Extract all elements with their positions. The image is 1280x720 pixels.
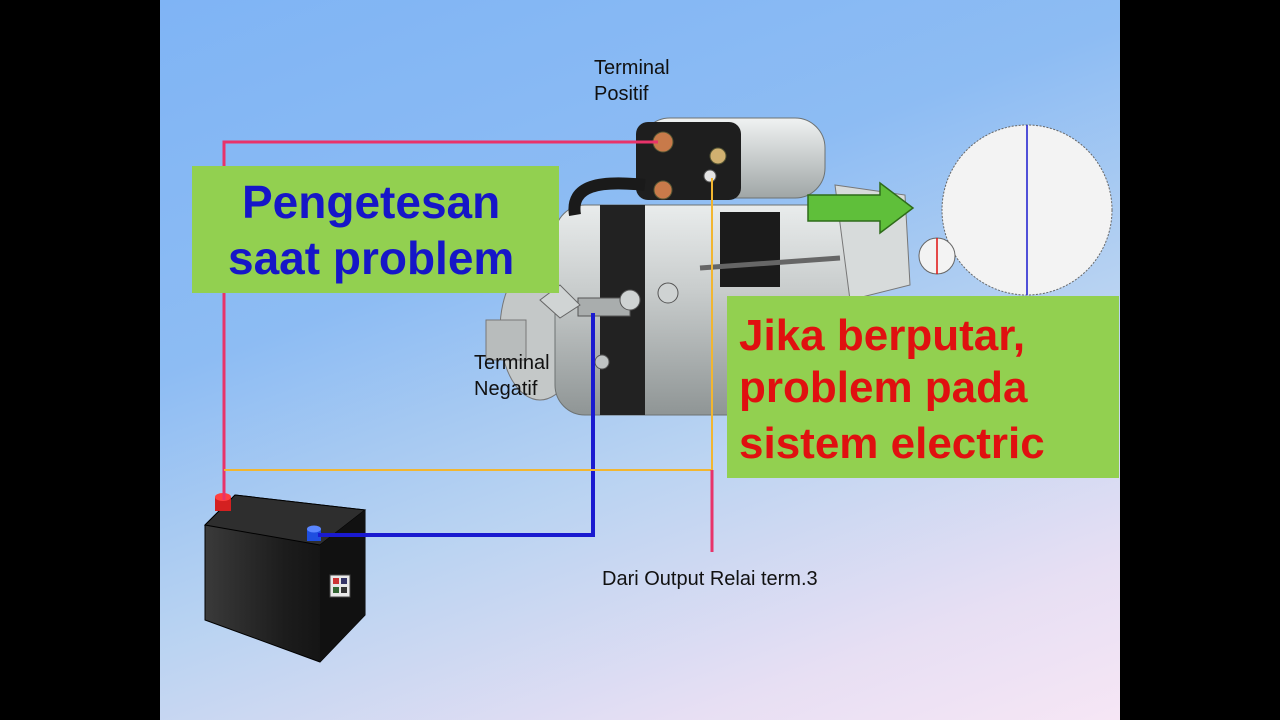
title-line-2: saat problem: [228, 232, 515, 284]
battery-icon: [203, 493, 367, 663]
right-letterbox: [1120, 0, 1280, 720]
terminal-negatif-label: Terminal Negatif: [474, 350, 550, 402]
title-line-1: Pengetesan: [242, 176, 501, 228]
result-line-1: Jika berputar,: [739, 311, 1026, 360]
pinion-icon: [918, 237, 956, 275]
rotation-arrow-icon: [807, 181, 915, 235]
terminal-positif-line-1: Terminal: [594, 57, 670, 79]
negative-wire: [318, 313, 595, 537]
result-line-3: sistem electric: [739, 419, 1045, 468]
relay-output-label: Dari Output Relai term.3: [602, 568, 818, 590]
result-line-2: problem pada: [739, 363, 1028, 412]
left-letterbox: [0, 0, 160, 720]
terminal-negatif-line-2: Negatif: [474, 378, 538, 400]
title-box: Pengetesan saat problem: [192, 166, 559, 293]
positive-wire: [222, 140, 658, 500]
gear-icon: [941, 124, 1113, 296]
terminal-positif-label: Terminal Positif: [594, 55, 670, 107]
terminal-positif-line-2: Positif: [594, 83, 649, 105]
result-box: Jika berputar, problem pada sistem elect…: [727, 296, 1119, 478]
terminal-negatif-line-1: Terminal: [474, 352, 550, 374]
